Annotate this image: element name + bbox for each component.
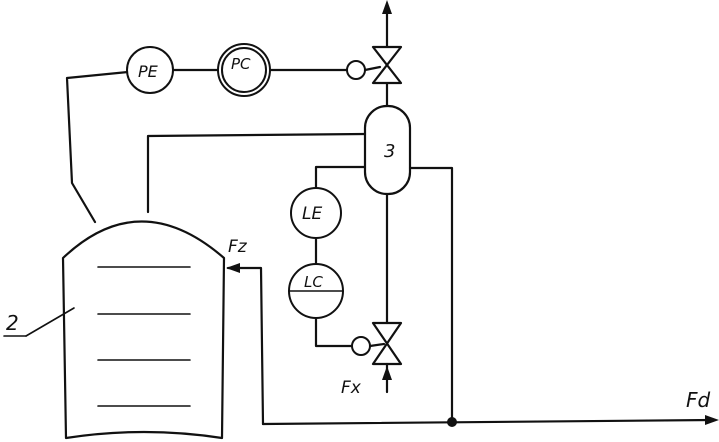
reactor-vessel: [61, 220, 226, 440]
level-controller-label: LC: [304, 273, 323, 291]
pressure-controller-label: PC: [231, 55, 251, 73]
flow-fx-label: Fx: [341, 378, 362, 398]
level-sensor-label: LE: [302, 204, 322, 224]
pressure-controller: PC: [217, 43, 271, 97]
level-valve-actuator: [351, 336, 371, 356]
level-control-valve[interactable]: [371, 321, 403, 366]
reactor-label: 2: [6, 311, 19, 335]
level-controller: LC: [288, 263, 344, 319]
recycle-fz-arrow: [226, 263, 240, 273]
flow-fd-label: Fd: [686, 388, 711, 412]
flow-fz-label: Fz: [228, 237, 248, 257]
pressure-sensor-label: PE: [138, 62, 159, 81]
pressure-actuator-stem: [363, 65, 382, 72]
pressure-control-valve[interactable]: [371, 45, 403, 85]
reactor-vapor-line: [146, 132, 367, 214]
level-signal-line: [314, 165, 367, 190]
pressure-sensor: PE: [126, 46, 174, 94]
product-fd-line: [261, 418, 714, 426]
level-signal-line: [314, 316, 354, 348]
pressure-valve-actuator: [346, 60, 366, 80]
recycle-fz-line: [226, 266, 265, 426]
level-actuator-stem: [368, 342, 386, 348]
overhead-outlet-arrow: [382, 0, 392, 14]
feed-fx-arrow: [382, 366, 392, 380]
separator-label: 3: [384, 141, 395, 162]
pressure-signal-line: [65, 70, 130, 224]
separator-side-outlet: [408, 166, 454, 424]
reactor-leader-line: [25, 307, 75, 337]
product-fd-arrow: [705, 415, 719, 425]
junction-node: [447, 417, 457, 427]
level-sensor: LE: [290, 187, 342, 239]
